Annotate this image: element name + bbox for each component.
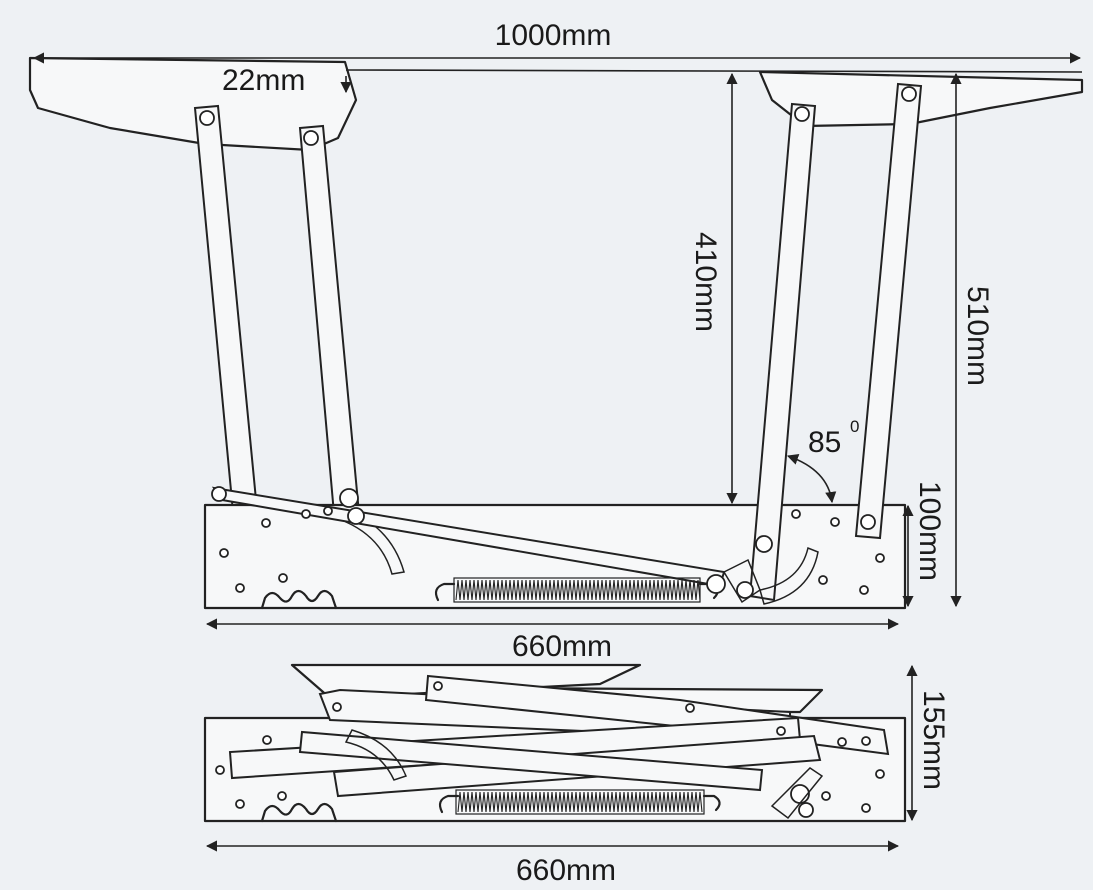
label-top-thickness: 22mm bbox=[222, 64, 305, 97]
label-angle-value: 85 bbox=[808, 426, 841, 459]
curved-slot-right bbox=[759, 546, 819, 605]
notch-slot bbox=[260, 589, 338, 610]
label-overall-width: 1000mm bbox=[495, 19, 612, 52]
notch-slot-folded bbox=[260, 802, 338, 823]
label-base-height: 100mm bbox=[913, 481, 946, 581]
right-arm-front bbox=[748, 102, 817, 602]
label-base-width-open: 660mm bbox=[512, 630, 612, 663]
base-holes-folded bbox=[215, 681, 885, 813]
angle-arc bbox=[786, 454, 837, 504]
label-folded-height: 155mm bbox=[917, 690, 950, 790]
label-base-width-folded: 660mm bbox=[516, 854, 616, 887]
top-plate-left bbox=[28, 56, 358, 152]
label-angle-unit: 0 bbox=[850, 417, 859, 436]
hinge-joint bbox=[706, 558, 761, 604]
hinge-joint-folded bbox=[770, 767, 824, 820]
folded-links bbox=[228, 674, 890, 798]
right-arm-back bbox=[854, 82, 923, 540]
label-lift-height: 410mm bbox=[689, 232, 722, 332]
label-total-height: 510mm bbox=[961, 286, 994, 386]
top-plate-right bbox=[758, 70, 1084, 128]
curved-slot-folded bbox=[344, 729, 407, 781]
spring-folded bbox=[438, 789, 721, 815]
base-holes-open bbox=[219, 506, 885, 595]
